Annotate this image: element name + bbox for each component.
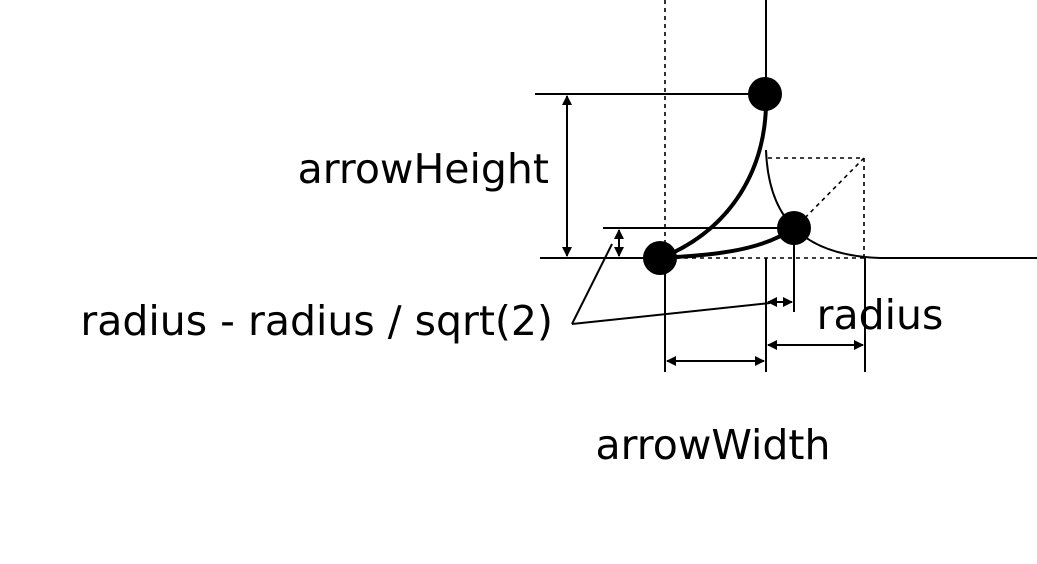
offset-label-leader-horizontal [571,302,771,325]
offset-label-leader-vertical [571,243,613,325]
radius-label: radius [817,291,944,339]
rounded-corner-curve [765,149,1037,259]
arrow-inner-curve [660,226,796,260]
arrow-height-label: arrowHeight [298,145,549,193]
arrow-width-label: arrowWidth [596,421,831,469]
arrow-outer-curve [660,93,769,260]
middle-control-point [777,211,811,245]
radius-offset-label: radius - radius / sqrt(2) [80,297,553,345]
base-control-point [643,241,677,275]
top-control-point [748,77,782,111]
dashed-diagonal-guide [794,157,865,229]
